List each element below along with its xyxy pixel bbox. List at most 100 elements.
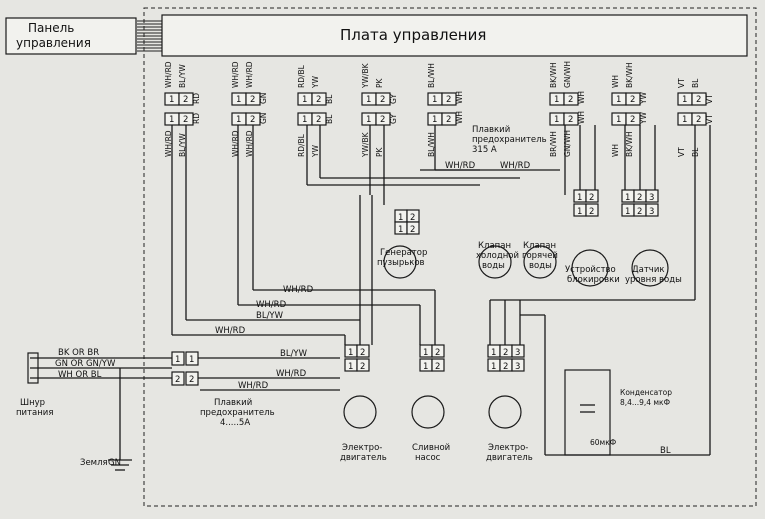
connector-pin-number: 2 <box>446 115 451 125</box>
svg-text:WH/RD: WH/RD <box>238 381 269 391</box>
svg-text:2: 2 <box>410 213 415 223</box>
connector-side-label: YW <box>639 111 648 125</box>
svg-text:Электро-: Электро- <box>342 443 382 453</box>
connector-top-wire-label: PK <box>375 77 384 88</box>
svg-text:GN OR GN/YW: GN OR GN/YW <box>55 359 116 369</box>
connector-side-label: GY <box>389 114 398 124</box>
connector-top-wire-label: YW/BK <box>361 62 370 89</box>
svg-text:Генератор: Генератор <box>380 248 427 258</box>
connector-top-wire-label: BL/WH <box>427 63 436 88</box>
connector-bottom-wire-label: YW <box>311 144 320 158</box>
connector-side-label: WH <box>577 91 586 104</box>
connector-pin-number: 2 <box>250 95 255 105</box>
svg-text:BL: BL <box>660 446 671 456</box>
connector-pin-number: 1 <box>302 95 307 105</box>
control-board-box <box>161 14 748 57</box>
wire-labels: WH/RD WH/RD BL/YW WH/RD BL/YW WH/RD WH/R… <box>215 161 671 456</box>
svg-text:горячей: горячей <box>522 251 558 261</box>
connector-side-label: VT <box>705 114 714 124</box>
svg-text:Устройство: Устройство <box>565 265 616 275</box>
generator-component: 1 2 1 2 Генератор пузырьков <box>377 209 427 279</box>
svg-text:пузырьков: пузырьков <box>377 258 425 268</box>
connector-pin-number: 2 <box>316 95 321 105</box>
svg-text:2: 2 <box>360 362 365 372</box>
svg-text:1: 1 <box>348 362 353 372</box>
svg-text:1: 1 <box>625 193 630 203</box>
svg-text:воды: воды <box>482 261 505 271</box>
connector-pin-number: 2 <box>316 115 321 125</box>
drain-pump-component: Сливной насос <box>411 395 450 463</box>
svg-text:WH/RD: WH/RD <box>215 326 246 336</box>
svg-text:WH/RD: WH/RD <box>256 300 287 310</box>
connector-top-wire-label: GN/WH <box>563 61 572 88</box>
svg-text:Земля: Земля <box>80 458 108 468</box>
svg-text:Конденсатор: Конденсатор <box>620 388 672 397</box>
capacitor-component: Конденсатор 8,4...9,4 мкФ 60мкФ <box>564 369 672 456</box>
wiring-lines <box>30 125 711 471</box>
connector-top-wire-label: BK/WH <box>549 62 558 88</box>
connector-bottom-wire-label: WH <box>611 144 620 157</box>
svg-text:блокировки: блокировки <box>567 275 620 285</box>
connector-top-wire-label: WH/RD <box>245 61 254 88</box>
svg-text:Клапан: Клапан <box>478 241 511 251</box>
connector-bottom-wire-label: VT <box>677 147 686 157</box>
connector-bottom-wire-label: RD/BL <box>297 133 306 157</box>
connector-pin-box <box>441 112 457 126</box>
connector-pin-box <box>311 92 327 106</box>
connector-bottom-wire-label: BK/WH <box>625 131 634 157</box>
connector-pin-number: 2 <box>696 95 701 105</box>
water-level-sensor-component: 1 2 3 1 2 3 Датчик уровня воды <box>621 189 682 287</box>
connector-top-wire-label: YW <box>311 75 320 89</box>
svg-text:воды: воды <box>529 261 552 271</box>
svg-text:WH/RD: WH/RD <box>445 161 476 171</box>
panel-title-line2: управления <box>16 36 91 50</box>
svg-text:1: 1 <box>423 348 428 358</box>
connector-pin-box <box>245 92 261 106</box>
svg-text:2: 2 <box>637 207 642 217</box>
svg-text:WH/RD: WH/RD <box>500 161 531 171</box>
connector-side-label: VT <box>705 94 714 104</box>
svg-text:Шнур: Шнур <box>20 398 45 408</box>
svg-text:2: 2 <box>189 375 194 385</box>
connector-pin-box <box>625 92 641 106</box>
svg-text:2: 2 <box>175 375 180 385</box>
svg-text:1: 1 <box>175 355 180 365</box>
connector-top-wire-label: BL/YW <box>178 64 187 88</box>
connector-pin-box <box>563 112 579 126</box>
connector-side-label: YW <box>639 91 648 105</box>
connector-bottom-wire-label: BL/WH <box>427 132 436 157</box>
connector-pin-number: 2 <box>250 115 255 125</box>
connector-side-label: RD <box>192 93 201 104</box>
lock-device-component: 1 2 1 2 Устройство блокировки <box>565 189 620 287</box>
connector-pin-number: 1 <box>366 95 371 105</box>
connector-pin-number: 1 <box>682 95 687 105</box>
connector-pin-number: 1 <box>554 95 559 105</box>
svg-text:BL/YW: BL/YW <box>280 349 308 359</box>
connector-pin-box <box>178 92 194 106</box>
hot-valve-component: Клапан горячей воды <box>522 241 558 279</box>
svg-text:60мкФ: 60мкФ <box>590 438 617 447</box>
connector-top-wire-label: WH/RD <box>164 61 173 88</box>
connector-pin-number: 2 <box>568 115 573 125</box>
connector-pin-box <box>563 92 579 106</box>
svg-text:предохранитель: предохранитель <box>200 408 275 418</box>
svg-text:3: 3 <box>515 362 520 372</box>
svg-text:двигатель: двигатель <box>340 453 387 463</box>
connector-pin-number: 1 <box>366 115 371 125</box>
connector-pin-number: 1 <box>236 95 241 105</box>
svg-text:холодной: холодной <box>476 251 519 261</box>
svg-text:1: 1 <box>491 362 496 372</box>
svg-text:1: 1 <box>491 348 496 358</box>
power-connector: 1 2 1 2 <box>171 351 199 386</box>
connector-pin-number: 2 <box>696 115 701 125</box>
svg-text:3: 3 <box>649 193 654 203</box>
svg-text:2: 2 <box>435 362 440 372</box>
svg-text:насос: насос <box>415 453 441 463</box>
plug-icon <box>27 352 39 384</box>
svg-text:BK OR BR: BK OR BR <box>58 348 99 358</box>
